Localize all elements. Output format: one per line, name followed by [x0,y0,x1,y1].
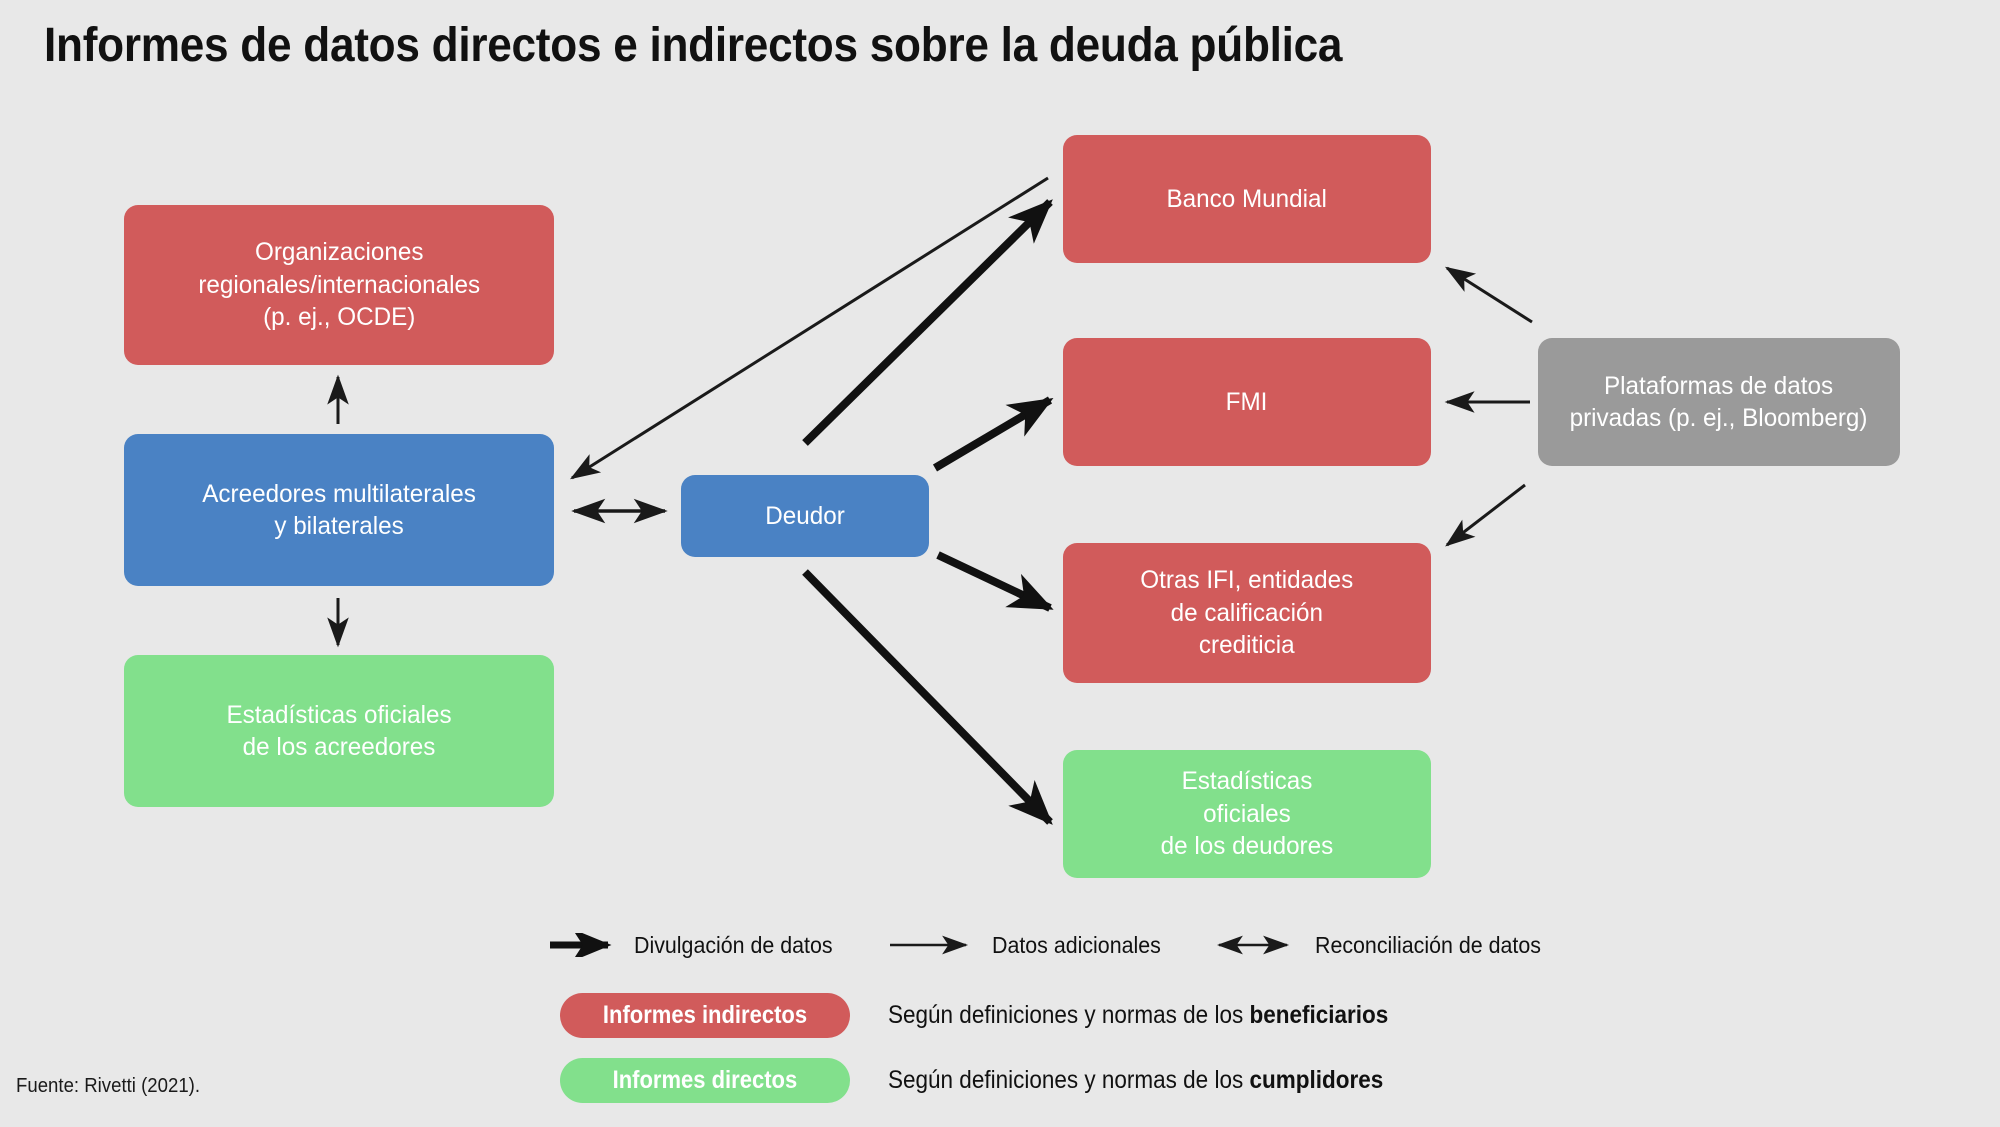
page-title: Informes de datos directos e indirectos … [44,19,1343,72]
node-plataformas-datos-privadas[interactable]: Plataformas de datos privadas (p. ej., B… [1538,338,1900,466]
edge-deudor-to-banco-mundial [802,199,1053,446]
legend-label-reconciliacion: Reconciliación de datos [1315,931,1542,958]
legend-label-divulgacion: Divulgación de datos [634,931,833,958]
edge-plataformas-to-otras-ifi [1445,483,1526,547]
legend-row-informes-indirectos: Informes indirectos Según definiciones y… [560,993,1444,1038]
node-label: FMI [1226,387,1268,416]
legend-desc-informes-indirectos: Según definiciones y normas de los benef… [888,1001,1388,1030]
legend-pill-label: Informes directos [612,1066,798,1094]
legend-pill-label: Informes indirectos [602,1001,808,1029]
node-otras-ifi[interactable]: Otras IFI, entidades de calificación cre… [1063,543,1431,683]
edge-plataformas-to-banco-mundial [1444,266,1533,324]
thin-arrow-icon [889,935,968,955]
node-label: Banco Mundial [1166,184,1328,213]
edge-deudor-to-otras-ifi [936,551,1054,612]
legend-label-datos-adicionales: Datos adicionales [991,931,1161,958]
node-deudor[interactable]: Deudor [681,475,929,557]
legend-item-divulgacion: Divulgación de datos [548,932,848,959]
node-label: Plataformas de datos privadas (p. ej., B… [1570,371,1868,433]
node-fmi[interactable]: FMI [1063,338,1431,466]
node-estadisticas-oficiales-acreedores[interactable]: Estadísticas oficiales de los acreedores [124,655,554,807]
node-acreedores-multilaterales[interactable]: Acreedores multilaterales y bilaterales [124,434,554,586]
node-label: Acreedores multilaterales y bilaterales [202,479,476,541]
legend-desc-informes-directos: Según definiciones y normas de los cumpl… [888,1066,1383,1095]
legend-item-datos-adicionales: Datos adicionales [888,932,1174,959]
node-organizaciones-regionales[interactable]: Organizaciones regionales/internacionale… [124,205,554,365]
legend-item-reconciliacion: Reconciliación de datos [1207,932,1558,959]
legend-row-informes-directos: Informes directos Según definiciones y n… [560,1058,1438,1103]
node-estadisticas-oficiales-deudores[interactable]: Estadísticas oficiales de los deudores [1063,750,1431,878]
double-arrow-icon [1217,935,1290,955]
legend-pill-informes-indirectos[interactable]: Informes indirectos [560,993,850,1038]
edge-deudor-to-estadisticas-deudores [802,569,1053,825]
node-label: Estadísticas oficiales de los acreedores [226,700,452,762]
legend-pill-informes-directos[interactable]: Informes directos [560,1058,850,1103]
node-label: Deudor [765,501,845,530]
node-banco-mundial[interactable]: Banco Mundial [1063,135,1431,263]
legend-desc-bold: cumplidores [1249,1066,1384,1094]
legend-desc-prefix: Según definiciones y normas de los [888,1066,1250,1094]
legend-desc-prefix: Según definiciones y normas de los [888,1001,1250,1029]
edge-deudor-to-fmi [932,396,1054,472]
thick-arrow-icon [550,933,612,957]
edge-acreedores-to-banco-mundial [569,176,1049,480]
source-note: Fuente: Rivetti (2021). [16,1075,201,1097]
node-label: Estadísticas oficiales de los deudores [1160,767,1334,861]
legend-arrow-row: Divulgación de datos Datos adicionales R… [548,925,1558,965]
legend-desc-bold: beneficiarios [1249,1001,1389,1029]
node-label: Otras IFI, entidades de calificación cre… [1140,566,1354,660]
node-label: Organizaciones regionales/internacionale… [198,238,480,332]
